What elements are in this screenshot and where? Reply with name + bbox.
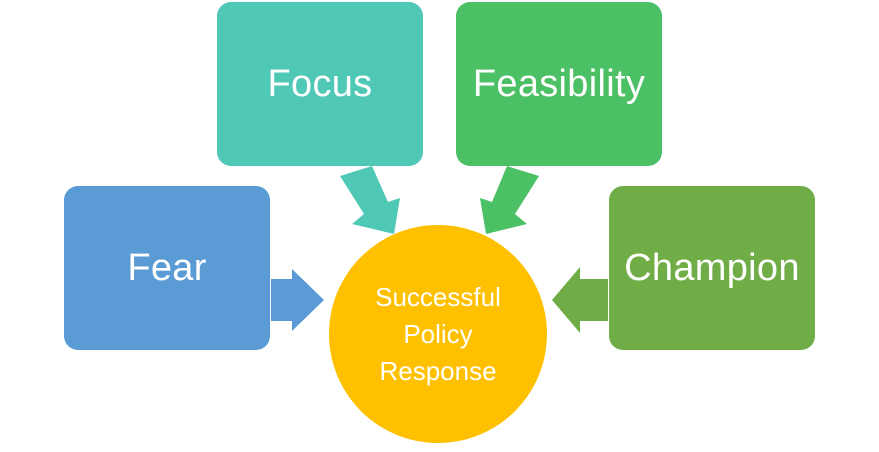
node-focus: Focus	[217, 2, 423, 166]
arrow-champion-to-center	[552, 267, 608, 333]
arrow-focus-to-center	[340, 166, 400, 234]
center-label: Successful Policy Response	[375, 281, 501, 386]
node-champion: Champion	[609, 186, 815, 350]
node-fear: Fear	[64, 186, 270, 350]
arrow-feasibility-to-center	[480, 166, 539, 234]
node-champion-label: Champion	[624, 246, 800, 289]
node-feasibility-label: Feasibility	[472, 62, 646, 105]
node-focus-label: Focus	[267, 62, 373, 105]
node-feasibility: Feasibility	[456, 2, 662, 166]
center-circle: Successful Policy Response	[329, 225, 547, 443]
node-fear-label: Fear	[127, 246, 207, 289]
arrow-fear-to-center	[271, 269, 324, 331]
